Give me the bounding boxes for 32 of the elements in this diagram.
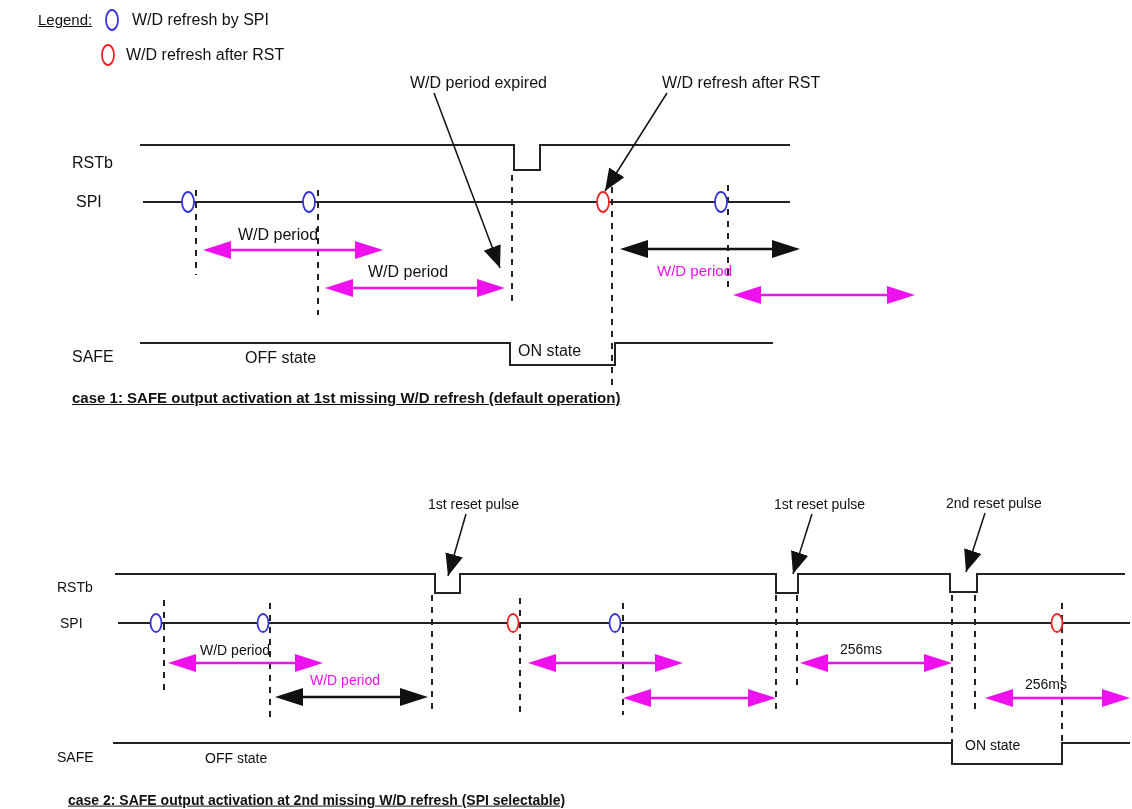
state-label: ON state <box>965 736 1021 754</box>
period-label: W/D period <box>368 262 449 282</box>
callout-text: W/D period expired <box>410 74 547 92</box>
callout-text: 1st reset pulse <box>428 495 520 513</box>
period-label: W/D period <box>310 671 381 689</box>
signal-name: SAFE <box>72 347 114 367</box>
leader-line <box>433 92 501 269</box>
signal-name: RSTb <box>72 153 113 173</box>
legend-text: W/D refresh by SPI <box>132 10 269 30</box>
period-label: 256ms <box>1025 675 1068 693</box>
case-caption: case 2: SAFE output activation at 2nd missing W/D refresh (SPI selectable) <box>68 791 566 809</box>
callout-text: 2nd reset pulse <box>946 494 1042 512</box>
case-caption: case 1: SAFE output activation at 1st missing W/D refresh (default operation) <box>72 389 621 407</box>
period-label: W/D period <box>200 641 271 659</box>
signal-name: RSTb <box>57 578 93 596</box>
period-label: W/D period <box>238 225 319 245</box>
leader-line <box>964 512 986 573</box>
signal-name: SPI <box>76 192 102 212</box>
leader-line <box>604 92 668 192</box>
signal-name: SAFE <box>57 748 94 766</box>
leader-line <box>791 513 813 575</box>
period-label: 256ms <box>840 640 883 658</box>
period-label: W/D period <box>657 262 733 280</box>
refresh-marker <box>596 191 610 213</box>
callout-text: 1st reset pulse <box>774 495 866 513</box>
legend-heading: Legend: <box>38 11 93 29</box>
state-label: OFF state <box>245 348 317 368</box>
signal-name: SPI <box>60 614 83 632</box>
state-label: OFF state <box>205 749 268 767</box>
legend-text: W/D refresh after RST <box>126 45 285 65</box>
leader-line <box>445 513 467 577</box>
state-label: ON state <box>518 341 582 361</box>
